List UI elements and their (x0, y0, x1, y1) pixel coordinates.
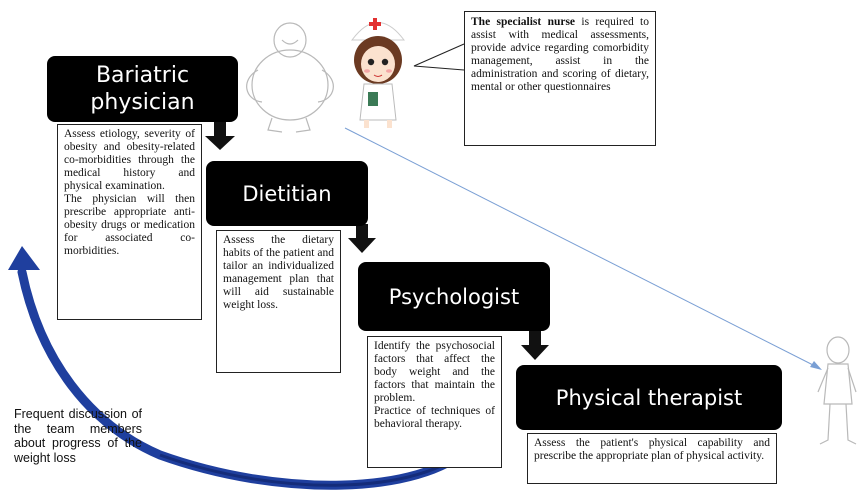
step-arrow-1 (205, 118, 235, 150)
dietitian-description: Assess the dietary habits of the patient… (216, 230, 341, 373)
slim-person-illustration (817, 336, 857, 445)
role-bariatric-physician-label: Bariatric physician (90, 63, 195, 115)
team-discussion-note: Frequent discussion of the team members … (14, 407, 142, 465)
role-dietitian: Dietitian (206, 161, 368, 226)
psychologist-description-1: Identify the psychosocial factors that a… (374, 340, 495, 404)
bariatric-description: Assess etiology, severity of obesity and… (57, 124, 202, 320)
role-dietitian-label: Dietitian (242, 181, 332, 206)
specialist-nurse-title: The specialist nurse (471, 16, 576, 28)
role-physical-therapist: Physical therapist (516, 365, 782, 430)
role-psychologist: Psychologist (358, 262, 550, 331)
progress-connector-line (344, 127, 816, 367)
dietitian-description-text: Assess the dietary habits of the patient… (223, 234, 334, 311)
specialist-nurse-text: is required to assist with medical asses… (471, 16, 649, 93)
role-psychologist-label: Psychologist (388, 284, 520, 309)
therapist-description: Assess the patient's physical capability… (527, 433, 777, 484)
step-arrow-3 (521, 330, 549, 360)
bariatric-description-2: The physician will then prescribe approp… (64, 193, 195, 257)
psychologist-description: Identify the psychosocial factors that a… (367, 336, 502, 468)
therapist-description-text: Assess the patient's physical capability… (534, 437, 770, 462)
obese-person-illustration (246, 22, 334, 133)
psychologist-description-2: Practice of techniques of behavioral the… (374, 405, 495, 430)
role-physical-therapist-label: Physical therapist (555, 385, 743, 410)
bariatric-description-1: Assess etiology, severity of obesity and… (64, 128, 195, 192)
nurse-illustration (351, 18, 405, 128)
step-arrow-2 (348, 224, 376, 253)
feedback-loop-arrowhead (8, 246, 40, 270)
progress-connector-arrowhead (810, 361, 822, 370)
role-bariatric-physician: Bariatric physician (47, 56, 238, 122)
callout-pointer (413, 43, 465, 71)
specialist-nurse-callout: The specialist nurse is required to assi… (464, 11, 656, 146)
